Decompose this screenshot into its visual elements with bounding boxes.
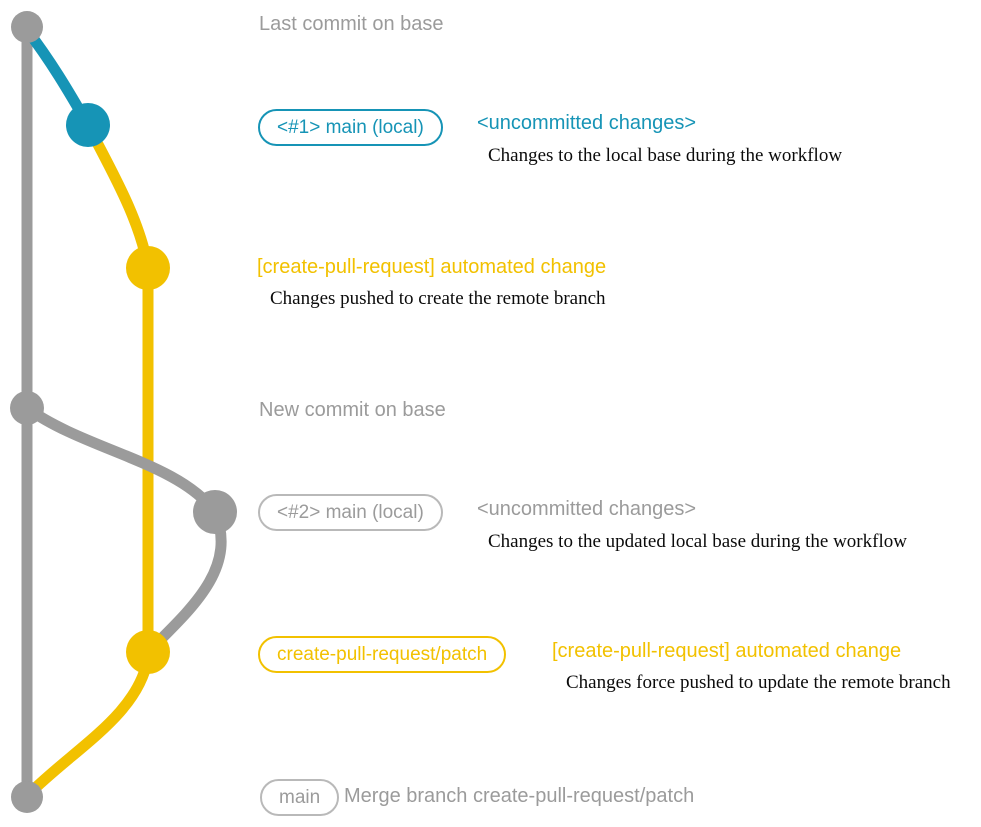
commit-node-uncommitted-changes-2: [193, 490, 237, 534]
commit-node-automated-change-1: [126, 246, 170, 290]
note-uncommitted-changes-1: <uncommitted changes>: [477, 112, 697, 134]
commit-node-automated-change-2: [126, 630, 170, 674]
note-uncommitted-changes-2: <uncommitted changes>: [477, 498, 697, 520]
branch-badge-create-pull-request-patch: create-pull-request/patch: [258, 636, 507, 673]
edge-local-main-2: [21, 402, 227, 658]
commit-node-merge-commit: [11, 781, 43, 813]
commit-node-last-commit-on-base: [11, 11, 43, 43]
desc-local-base-changes-2: Changes to the updated local base during…: [488, 531, 907, 552]
label-new-commit-on-base: New commit on base: [259, 399, 446, 421]
commit-node-new-commit-on-base: [10, 391, 44, 425]
branch-badge-main: main: [260, 779, 340, 816]
edge-patch-merge: [22, 652, 154, 801]
desc-local-base-changes-1: Changes to the local base during the wor…: [488, 145, 843, 166]
branch-badge-main-local-1: <#1> main (local): [258, 109, 443, 146]
note-merge-branch: Merge branch create-pull-request/patch: [344, 785, 695, 807]
commit-node-uncommitted-changes-1: [66, 103, 110, 147]
edge-patch-branch: [82, 119, 154, 658]
note-automated-change-1: [create-pull-request] automated change: [257, 256, 607, 278]
desc-force-push-update-remote-branch: Changes force pushed to update the remot…: [566, 672, 951, 693]
note-automated-change-2: [create-pull-request] automated change: [552, 640, 902, 662]
branch-badge-main-local-2: <#2> main (local): [258, 494, 443, 531]
label-last-commit-on-base: Last commit on base: [259, 13, 444, 35]
desc-push-create-remote-branch: Changes pushed to create the remote bran…: [270, 288, 606, 309]
